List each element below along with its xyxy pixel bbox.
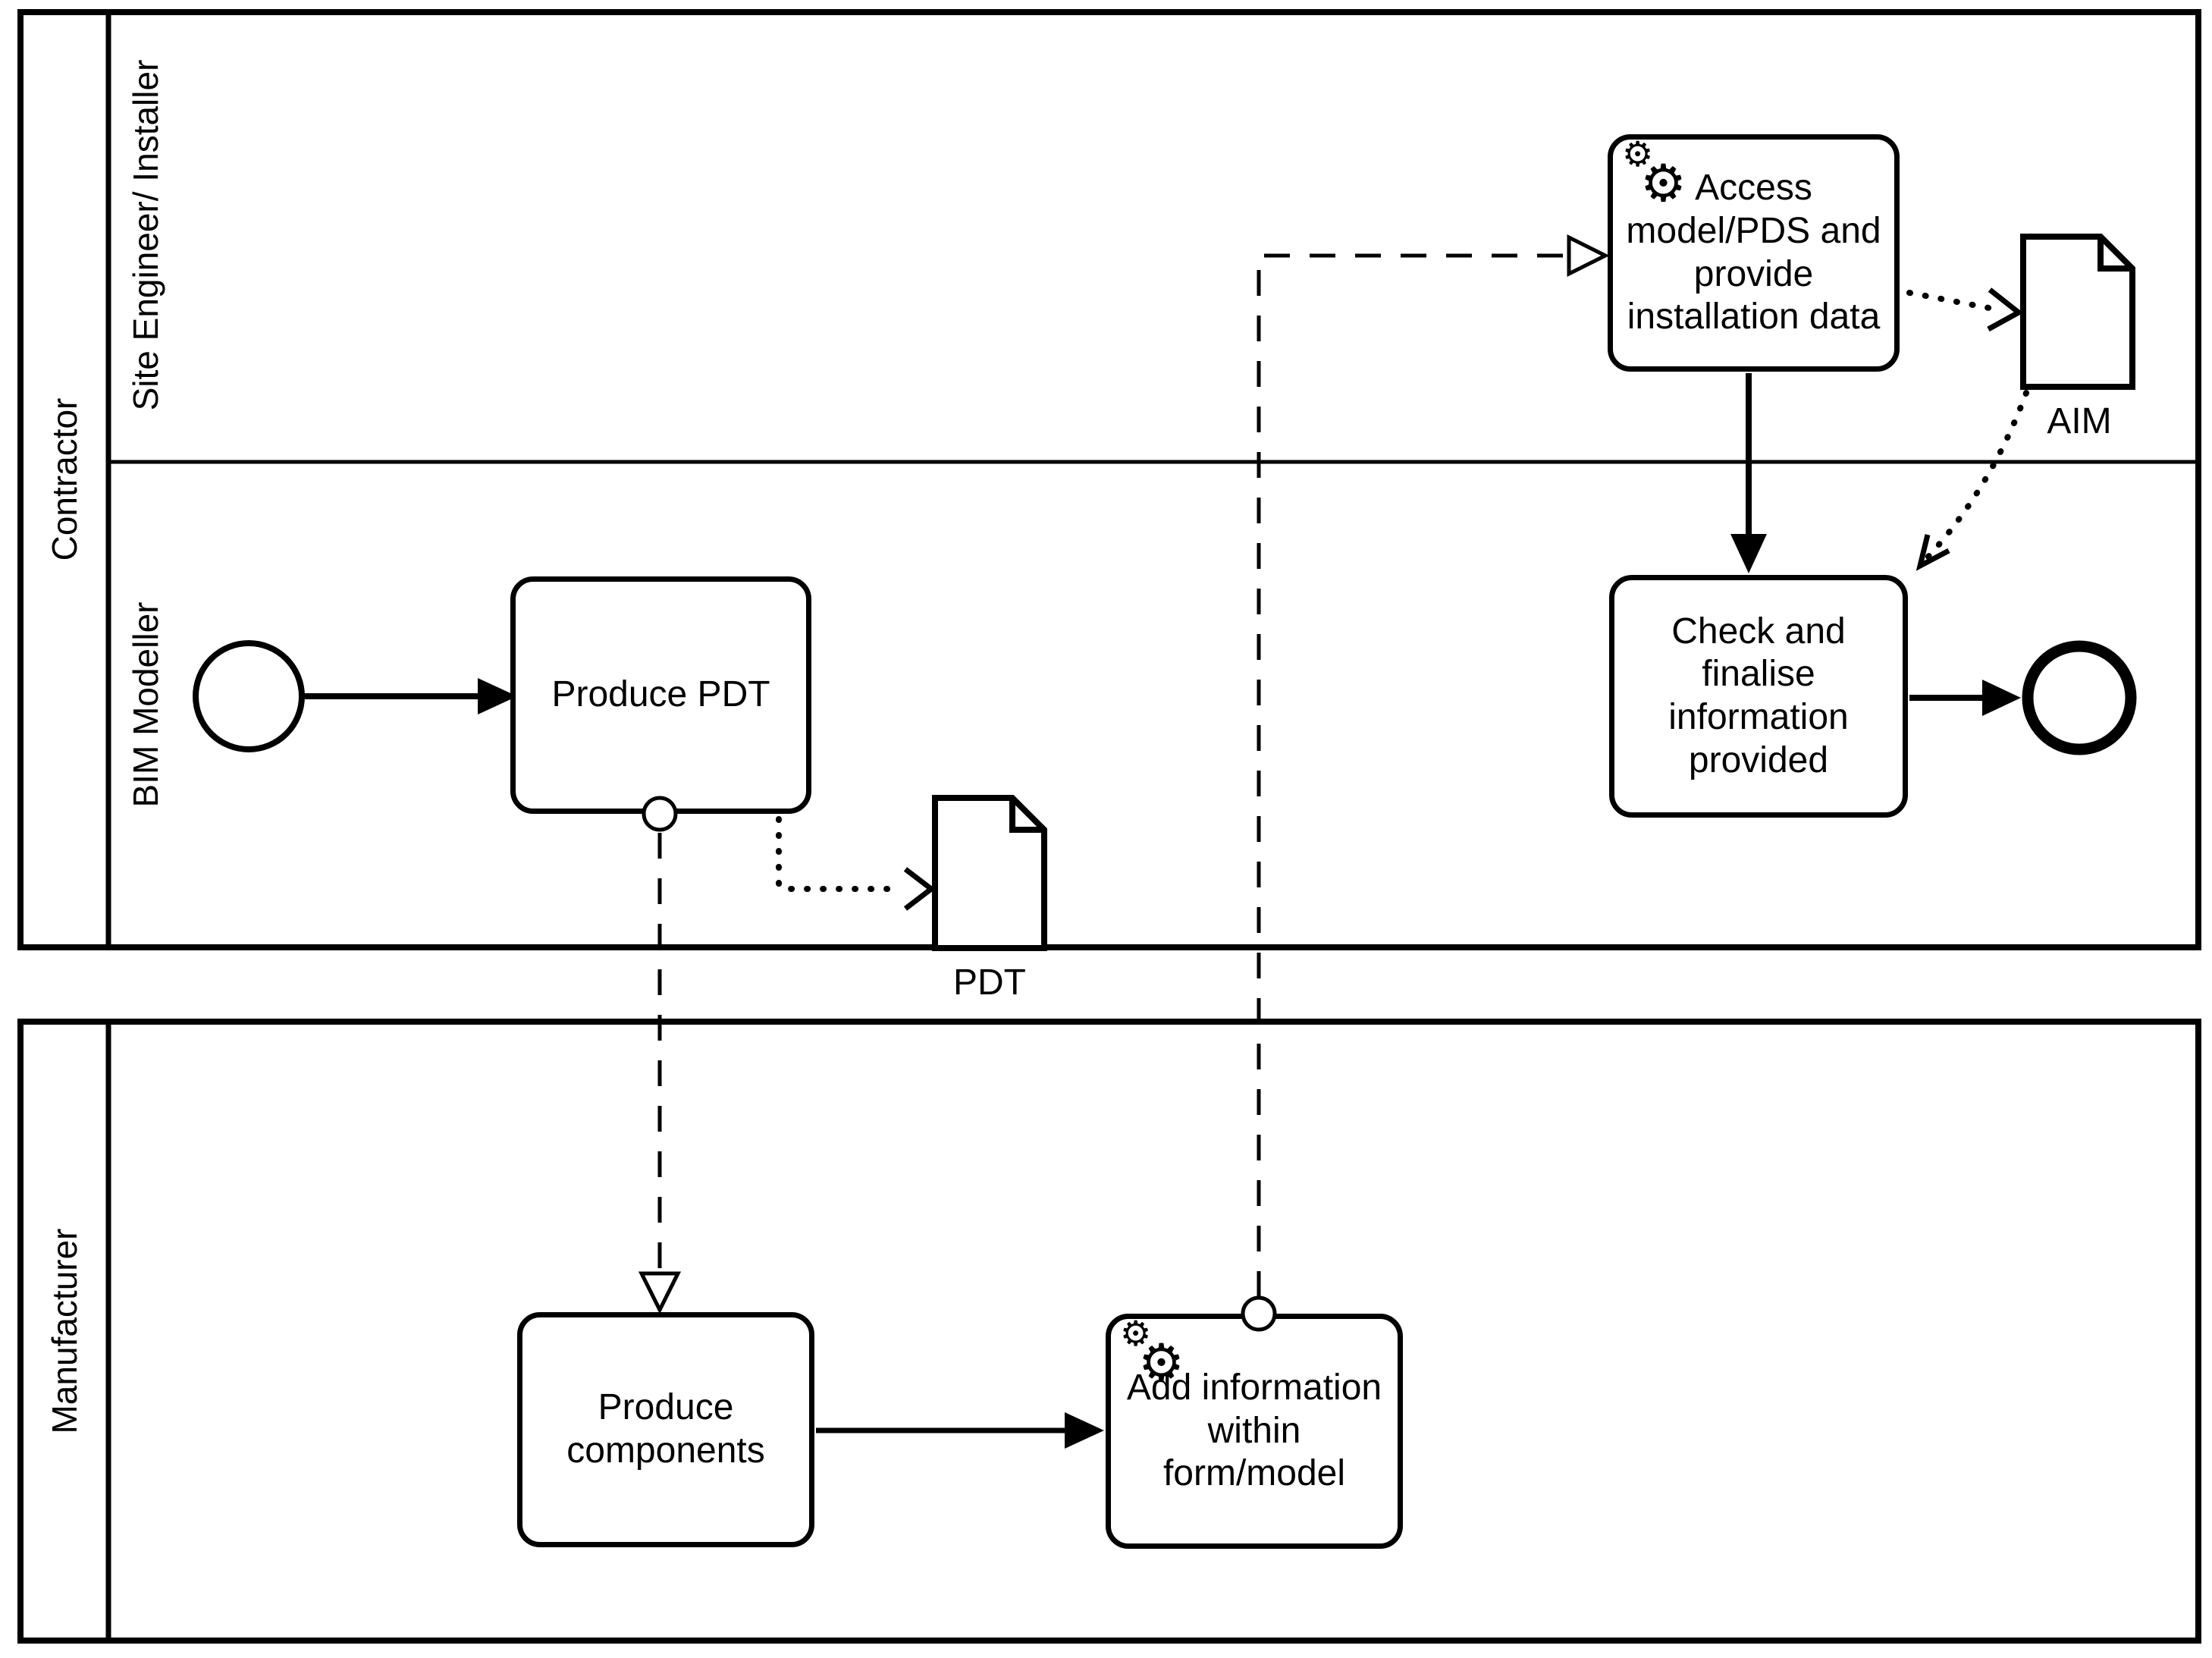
sequence-flow-arrowhead — [1730, 534, 1767, 573]
pdt-document-label: PDT — [953, 962, 1026, 1003]
message-flow-open-arrowhead — [1567, 234, 1610, 278]
task-label: Check and finalise information provided — [1668, 611, 1849, 780]
task-label: Access model/PDS and provide installatio… — [1626, 168, 1881, 338]
pool-label-text: Manufacturer — [45, 1228, 84, 1434]
end-event[interactable] — [2022, 640, 2137, 755]
data-association-pdt — [776, 816, 905, 892]
contractor-pool-border — [17, 9, 2201, 950]
sequence-flow-arrowhead — [478, 678, 517, 714]
task-access-model-pds[interactable]: ⚙ ⚙ Access model/PDS and provide install… — [1608, 134, 1900, 372]
task-add-information[interactable]: ⚙ ⚙ Add information within form/model — [1106, 1314, 1403, 1549]
aim-document-shape[interactable] — [2020, 234, 2135, 390]
task-label: Produce PDT — [551, 674, 770, 715]
data-association-aim-to-check — [1923, 390, 2029, 562]
task-label: Produce components — [566, 1387, 765, 1471]
task-produce-pdt[interactable]: Produce PDT — [510, 576, 811, 814]
task-label: Add information within form/model — [1126, 1368, 1382, 1494]
lane-label-text: BIM Modeller — [126, 601, 165, 808]
message-flow-open-arrowhead — [638, 1271, 682, 1314]
data-association-arrowhead — [1987, 287, 2024, 332]
gear-icon-small: ⚙ — [1120, 1314, 1152, 1353]
manufacturer-pool-border — [17, 1019, 2201, 1644]
sequence-flow-arrowhead — [1065, 1412, 1104, 1449]
aim-document-fold — [2097, 237, 2132, 272]
pdt-document-fold — [1009, 798, 1044, 833]
start-event[interactable] — [193, 640, 305, 752]
task-check-finalise[interactable]: Check and finalise information provided — [1609, 575, 1908, 818]
lane-label-text: Site Engineer/ Installer — [126, 59, 165, 411]
task-produce-components[interactable]: Produce components — [517, 1312, 814, 1547]
data-association-arrowhead — [1915, 534, 1950, 571]
message-flow-addinfo-to-access — [1257, 253, 1567, 1297]
sequence-flow-arrowhead — [1982, 680, 2021, 716]
aim-document-label: AIM — [2047, 401, 2112, 441]
data-association-arrowhead — [903, 867, 936, 911]
pool-label-text: Contractor — [45, 397, 84, 561]
data-association-access-to-aim — [1906, 290, 1996, 312]
pdt-document-shape[interactable] — [932, 795, 1047, 951]
gear-icon-small: ⚙ — [1622, 134, 1654, 174]
